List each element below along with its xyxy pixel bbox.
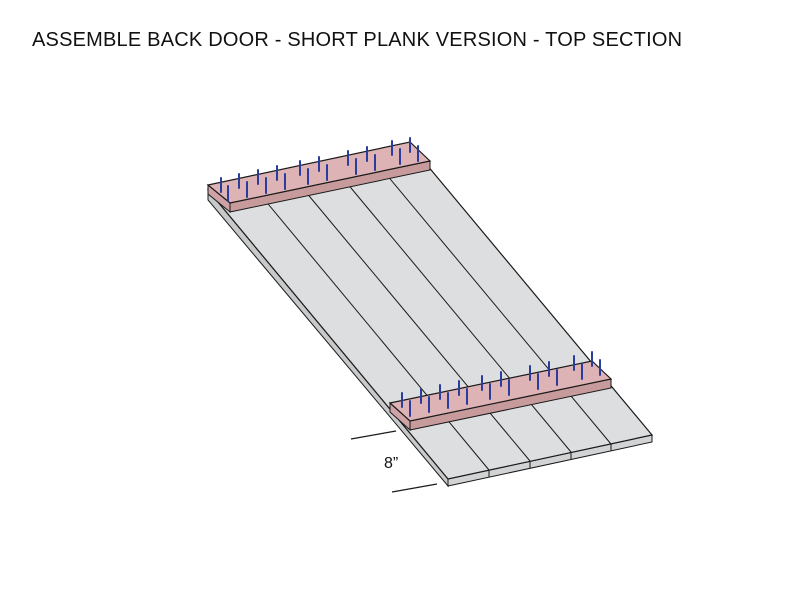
bottom-batten-nails [401,351,601,417]
top-batten [206,137,432,214]
dimension-callout: 8” [350,430,438,493]
dimension-line-lower [391,483,438,493]
bottom-batten [388,351,613,432]
dimension-label: 8” [384,455,398,472]
dimension-line-upper [350,430,397,440]
diagram-title: ASSEMBLE BACK DOOR - SHORT PLANK VERSION… [32,29,683,51]
top-batten-nails [220,137,419,202]
bottom-batten-top-face [388,360,613,422]
